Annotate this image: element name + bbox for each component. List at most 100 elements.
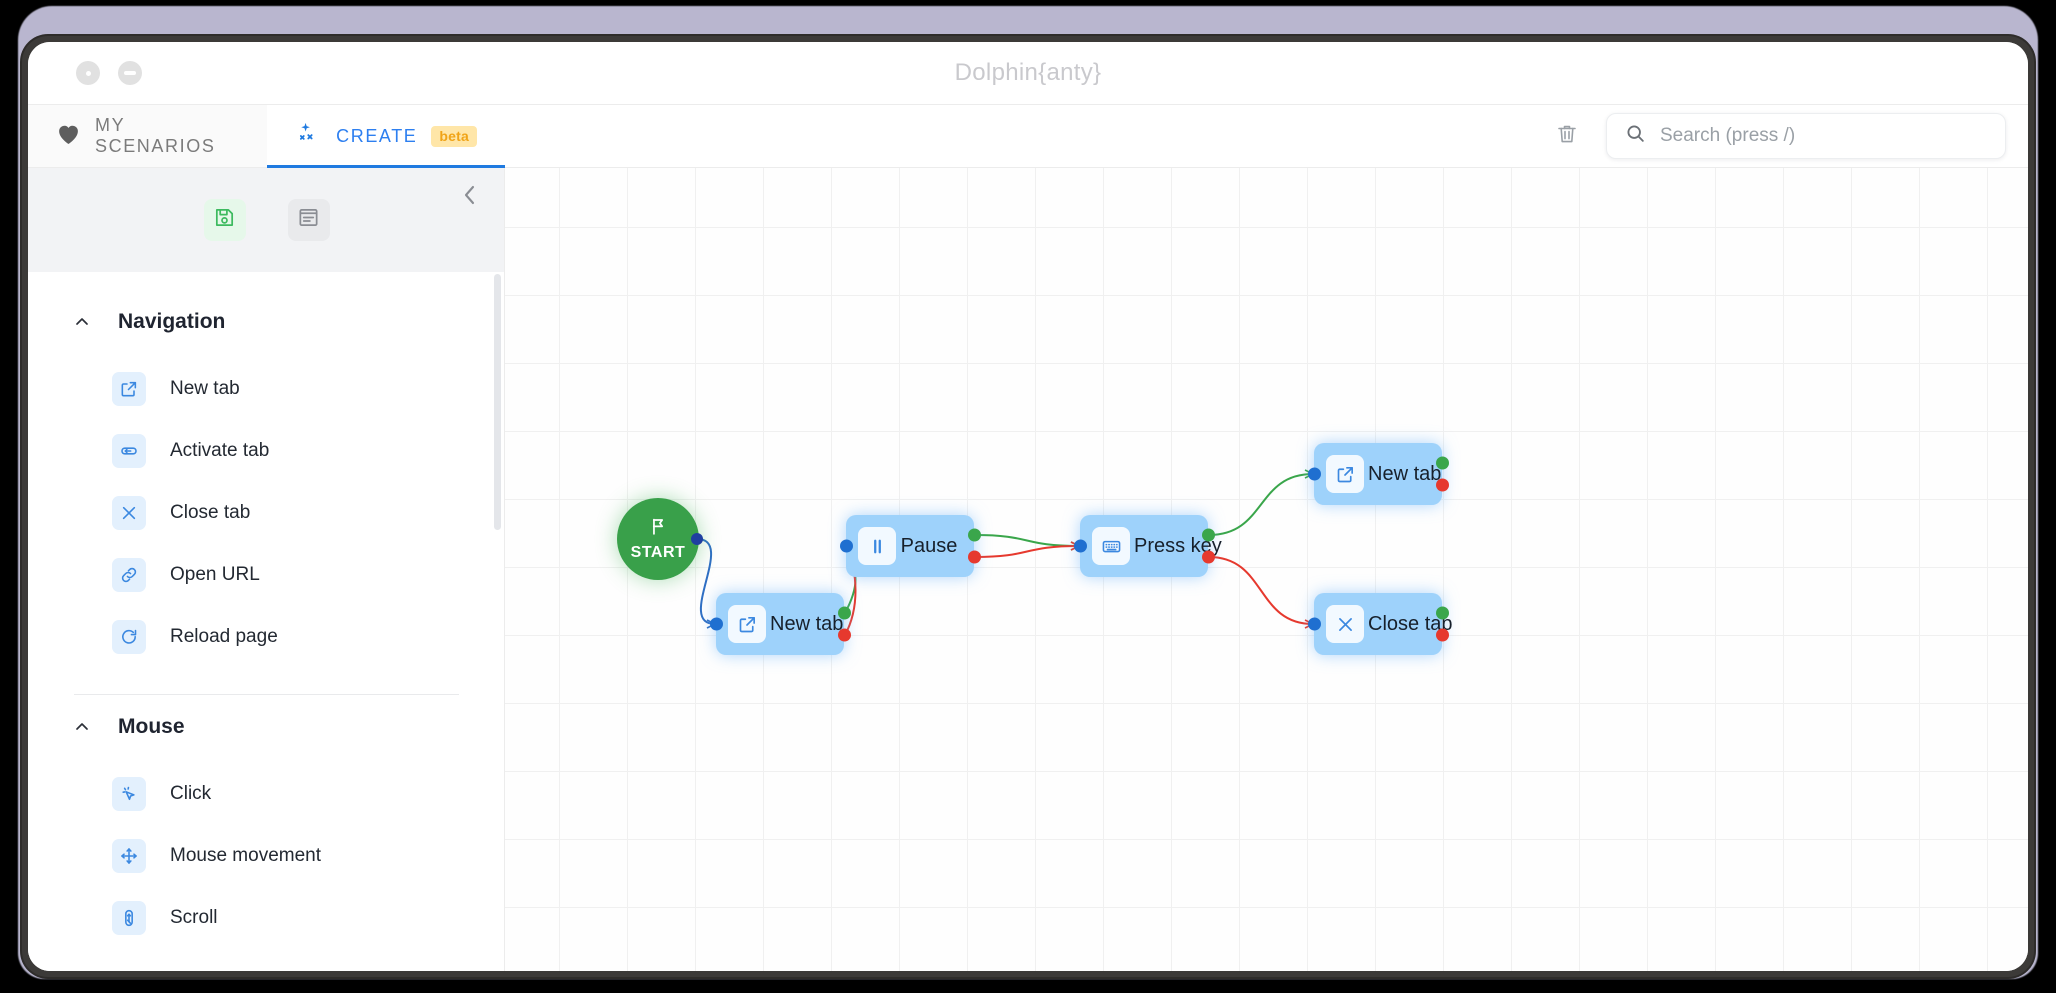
flow-node-label: New tab xyxy=(1368,462,1442,485)
port-out[interactable] xyxy=(691,533,703,545)
flow-edge xyxy=(1208,556,1314,625)
search-icon xyxy=(1625,123,1646,149)
app-body: MY SCENARIOS CREATE beta xyxy=(28,105,2028,971)
app-window: Dolphin{anty} MY SCENARIOS xyxy=(28,42,2028,971)
action-item-close-tab[interactable]: Close tab xyxy=(28,482,505,544)
tab-my-scenarios-label: MY SCENARIOS xyxy=(95,115,216,156)
flow-node-label: Close tab xyxy=(1368,612,1453,635)
search-input[interactable] xyxy=(1660,125,1987,147)
sidebar-scrollbar-thumb[interactable] xyxy=(494,274,501,530)
flow-edge xyxy=(696,538,716,625)
workspace: START New tab Pause Press key New xyxy=(505,105,2028,971)
chevron-left-icon xyxy=(461,184,479,211)
flow-edge xyxy=(974,545,1080,558)
move-arrows-icon xyxy=(112,839,146,873)
link-arrows-icon xyxy=(112,434,146,468)
flow-canvas[interactable]: START New tab Pause Press key New xyxy=(505,168,2028,971)
port-out-error[interactable] xyxy=(1435,628,1449,642)
flow-edges xyxy=(696,469,1315,636)
sparkles-icon xyxy=(295,120,322,152)
action-item-open-url[interactable]: Open URL xyxy=(28,544,505,606)
tab-create[interactable]: CREATE beta xyxy=(267,105,505,168)
port-out-error[interactable] xyxy=(1435,478,1449,492)
scroll-icon xyxy=(112,901,146,935)
flow-node-start[interactable]: START xyxy=(617,498,703,580)
tab-create-label: CREATE xyxy=(336,125,418,146)
delete-button[interactable] xyxy=(1552,121,1582,151)
port-in[interactable] xyxy=(1307,617,1321,631)
chevron-up-icon xyxy=(74,314,90,330)
x-icon xyxy=(1326,605,1364,643)
panel-toolbar xyxy=(28,168,505,272)
flow-node-pause[interactable]: Pause xyxy=(839,515,981,577)
tab-my-scenarios[interactable]: MY SCENARIOS xyxy=(28,105,268,167)
action-item-new-tab[interactable]: New tab xyxy=(28,358,505,420)
action-item-click[interactable]: Click xyxy=(28,763,505,825)
title-bar: Dolphin{anty} xyxy=(28,42,2028,105)
flow-node-label: New tab xyxy=(770,612,844,635)
trash-icon xyxy=(1555,122,1579,151)
port-in[interactable] xyxy=(1307,467,1321,481)
action-item-label: Close tab xyxy=(170,502,251,523)
window-controls xyxy=(76,61,142,85)
sidebar-scrollbar[interactable] xyxy=(494,272,503,971)
action-group-title: Navigation xyxy=(118,310,226,333)
action-item-scroll[interactable]: Scroll xyxy=(28,887,505,949)
save-scenario-button[interactable] xyxy=(203,199,246,241)
flow-node-new-tab[interactable]: New tab xyxy=(709,593,851,655)
action-item-reload-page[interactable]: Reload page xyxy=(28,606,505,668)
port-out-success[interactable] xyxy=(1435,606,1449,620)
port-out-error[interactable] xyxy=(837,628,851,642)
search-box[interactable] xyxy=(1606,113,2006,159)
flow-node-close-tab[interactable]: Close tab xyxy=(1307,593,1453,655)
document-list-icon xyxy=(297,206,320,234)
action-item-activate-tab[interactable]: Activate tab xyxy=(28,420,505,482)
flow-edge xyxy=(1208,473,1314,536)
port-in[interactable] xyxy=(709,617,723,631)
port-out-error[interactable] xyxy=(967,550,981,564)
collapse-panel-button[interactable] xyxy=(457,184,483,210)
chevron-up-icon xyxy=(74,719,90,735)
external-link-icon xyxy=(112,372,146,406)
action-group-header-navigation[interactable]: Navigation xyxy=(28,290,505,352)
beta-badge: beta xyxy=(431,125,477,147)
port-out-success[interactable] xyxy=(1435,456,1449,470)
cursor-click-icon xyxy=(112,777,146,811)
heart-icon xyxy=(56,122,81,150)
flag-icon xyxy=(648,516,669,542)
port-out-error[interactable] xyxy=(1201,550,1215,564)
view-log-button[interactable] xyxy=(287,199,330,241)
action-group-title: Mouse xyxy=(118,715,185,738)
action-item-label: Activate tab xyxy=(170,440,270,461)
action-group-header-mouse[interactable]: Mouse xyxy=(28,695,505,757)
floppy-save-icon xyxy=(213,206,236,234)
chain-link-icon xyxy=(112,558,146,592)
port-out-success[interactable] xyxy=(837,606,851,620)
port-in[interactable] xyxy=(1073,539,1087,553)
external-link-icon xyxy=(1326,455,1364,493)
flow-node-label: Pause xyxy=(900,534,958,557)
flow-node-press-key[interactable]: Press key xyxy=(1073,515,1222,577)
port-in[interactable] xyxy=(839,539,853,553)
external-link-icon xyxy=(728,605,766,643)
action-item-label: New tab xyxy=(170,378,240,399)
action-item-label: Click xyxy=(170,783,212,804)
port-out-success[interactable] xyxy=(1201,528,1215,542)
dot-icon xyxy=(85,70,91,76)
window-close-button[interactable] xyxy=(76,61,100,85)
action-item-label: Open URL xyxy=(170,564,260,585)
tab-bar: MY SCENARIOS CREATE beta xyxy=(28,105,505,168)
pause-icon xyxy=(858,527,896,565)
x-icon xyxy=(112,496,146,530)
group-divider xyxy=(74,694,459,695)
flow-node-new-tab[interactable]: New tab xyxy=(1307,443,1449,505)
refresh-icon xyxy=(112,620,146,654)
port-out-success[interactable] xyxy=(967,528,981,542)
window-minimize-button[interactable] xyxy=(118,61,142,85)
action-item-mouse-movement[interactable]: Mouse movement xyxy=(28,825,505,887)
